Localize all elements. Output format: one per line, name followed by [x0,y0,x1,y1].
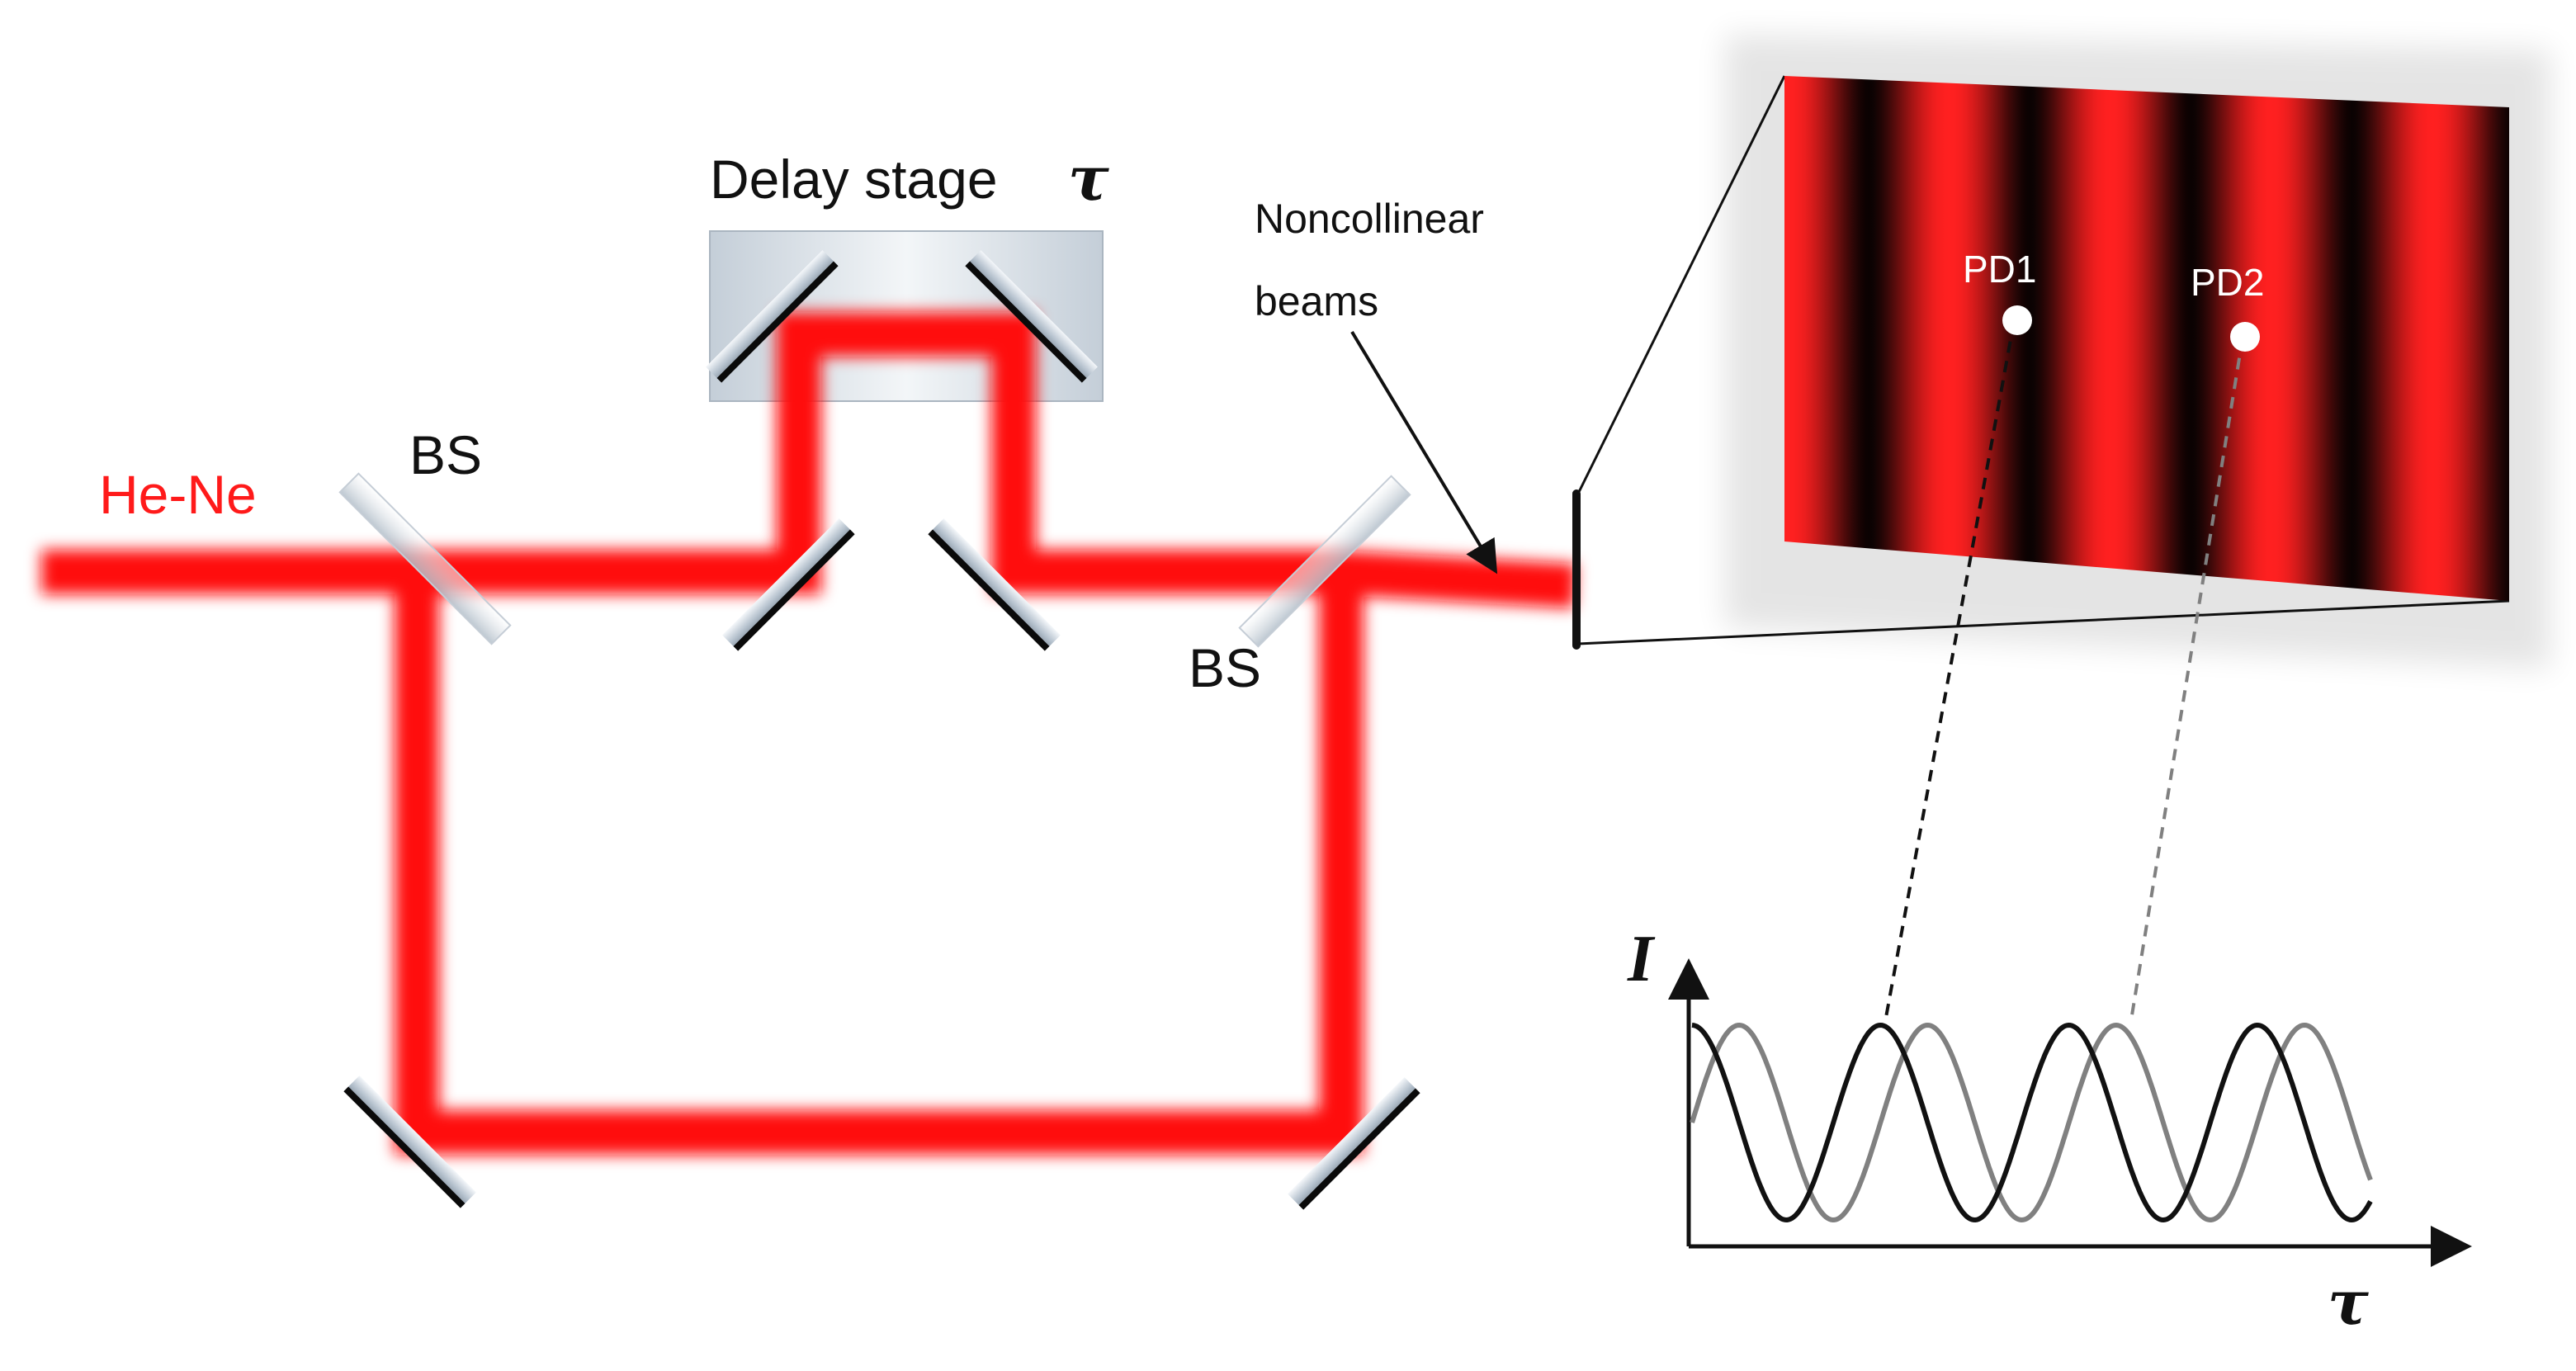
mirror-delay-bottom-right [928,518,1061,651]
bs-left-label: BS [409,424,482,485]
pd1-label: PD1 [1963,248,2036,291]
pd1-point [2002,305,2032,335]
noncollinear-label-line1: Noncollinear [1255,196,1484,242]
mirror-bottom-left [343,1076,476,1208]
pd2-label: PD2 [2191,261,2264,304]
pd1-signal-curve [1691,1022,2373,1223]
delay-stage-label: Delay stage [710,149,998,210]
mirror-delay-top-right [965,250,1098,383]
delay-tau-symbol: τ [1068,144,1109,215]
pd2-point [2230,322,2260,352]
beam-splitter-right [1238,475,1411,648]
bs-right-label: BS [1189,637,1261,698]
mirror-bottom-right [1288,1077,1420,1210]
noncollinear-arrow [1350,330,1498,574]
axis-y-label: I [1627,923,1656,995]
axis-x-label: τ [2328,1268,2369,1339]
beam-reference-arm [395,572,1364,1155]
beam-splitter-left [338,472,512,645]
mirror-delay-bottom-left [722,518,855,651]
laser-label: He-Ne [99,464,257,525]
mirror-delay-top-left [706,250,839,383]
laser-beams [41,312,1576,1155]
pd2-signal-curve [1690,1022,2373,1223]
noncollinear-label-line2: beams [1255,278,1378,324]
fringe-pattern [1784,76,2509,601]
pd2-connector [2129,338,2244,1021]
